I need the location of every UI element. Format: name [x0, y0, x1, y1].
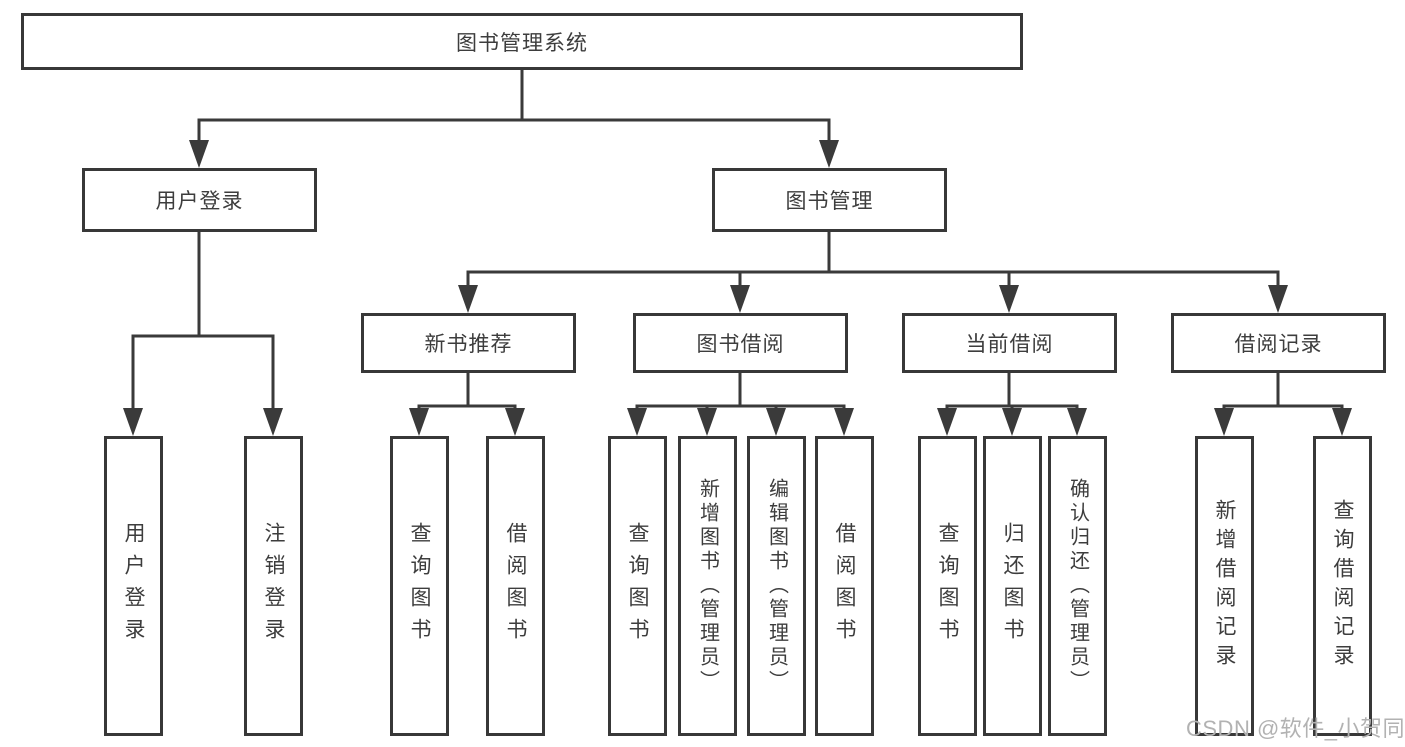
connector-borrowing-records [1222, 373, 1344, 408]
arrow-down-icon [697, 406, 717, 436]
node-new-book-recommendation: 新书推荐 [361, 313, 576, 373]
connector-current-borrowing [945, 373, 1079, 408]
arrow-down-icon [1268, 272, 1288, 313]
node-label: 图书管理 [785, 190, 874, 213]
node-user-login: 用户登录 [82, 168, 317, 232]
leaf-br-add-borrow-record: 新增借阅记录 [1195, 436, 1254, 736]
connector-root [197, 70, 831, 122]
arrow-down-icon [999, 272, 1019, 313]
node-label: 图书借阅 [696, 333, 785, 356]
csdn-watermark: CSDN @软件_小贺同学 [1186, 716, 1405, 741]
arrow-down-icon [819, 120, 839, 168]
node-borrowing-records: 借阅记录 [1171, 313, 1386, 373]
arrow-down-icon [458, 272, 478, 313]
leaf-label: 查询借阅记录 [1331, 499, 1355, 673]
arrow-down-icon [766, 406, 786, 436]
arrow-down-icon [505, 406, 525, 436]
leaf-bb-add-books-admin: 新增图书（管理员） [678, 436, 737, 736]
leaf-label: 用户登录 [122, 522, 146, 650]
leaf-cb-query-books: 查询图书 [918, 436, 977, 736]
node-current-borrowing: 当前借阅 [902, 313, 1117, 373]
leaf-cb-confirm-return-admin: 确认归还（管理员） [1048, 436, 1107, 736]
leaf-bb-query-books: 查询图书 [608, 436, 667, 736]
connector-new-book-recommendation [417, 373, 517, 408]
leaf-label: 查询图书 [936, 522, 960, 650]
arrow-down-icon [937, 406, 957, 436]
leaf-label: 注销登录 [262, 522, 286, 650]
leaf-bb-edit-books-admin: 编辑图书（管理员） [747, 436, 806, 736]
connector-book-management [466, 232, 1280, 274]
arrow-down-icon [730, 272, 750, 313]
leaf-label: 新增图书（管理员） [696, 478, 719, 694]
arrow-down-icon [1067, 406, 1087, 436]
node-label: 借阅记录 [1234, 333, 1323, 356]
connector-user-login [131, 232, 275, 338]
leaf-br-query-borrow-record: 查询借阅记录 [1313, 436, 1372, 736]
leaf-logout-login: 注销登录 [244, 436, 303, 736]
node-label: 图书管理系统 [456, 31, 588, 55]
leaf-label: 确认归还（管理员） [1066, 478, 1089, 694]
arrow-down-icon [1332, 406, 1352, 436]
leaf-label: 归还图书 [1001, 522, 1025, 650]
leaf-bb-borrow-books: 借阅图书 [815, 436, 874, 736]
leaf-label: 借阅图书 [504, 522, 528, 650]
node-label: 当前借阅 [965, 333, 1054, 356]
node-book-management: 图书管理 [712, 168, 947, 232]
node-library-management-system: 图书管理系统 [21, 13, 1023, 70]
arrow-down-icon [1002, 406, 1022, 436]
connector-book-borrowing [635, 373, 846, 408]
arrow-down-icon [189, 120, 209, 168]
leaf-nbr-borrow-books: 借阅图书 [486, 436, 545, 736]
leaf-cb-return-books: 归还图书 [983, 436, 1042, 736]
leaf-label: 编辑图书（管理员） [765, 478, 788, 694]
arrow-down-icon [409, 406, 429, 436]
arrow-down-icon [834, 406, 854, 436]
leaf-label: 查询图书 [626, 522, 650, 650]
arrow-down-icon [123, 336, 143, 436]
leaf-label: 借阅图书 [833, 522, 857, 650]
leaf-label: 新增借阅记录 [1213, 499, 1237, 673]
node-label: 用户登录 [155, 190, 244, 213]
leaf-nbr-query-books: 查询图书 [390, 436, 449, 736]
leaf-label: 查询图书 [408, 522, 432, 650]
node-book-borrowing: 图书借阅 [633, 313, 848, 373]
leaf-user-login: 用户登录 [104, 436, 163, 736]
arrow-down-icon [263, 336, 283, 436]
arrow-down-icon [1214, 406, 1234, 436]
arrow-down-icon [627, 406, 647, 436]
node-label: 新书推荐 [424, 333, 513, 356]
